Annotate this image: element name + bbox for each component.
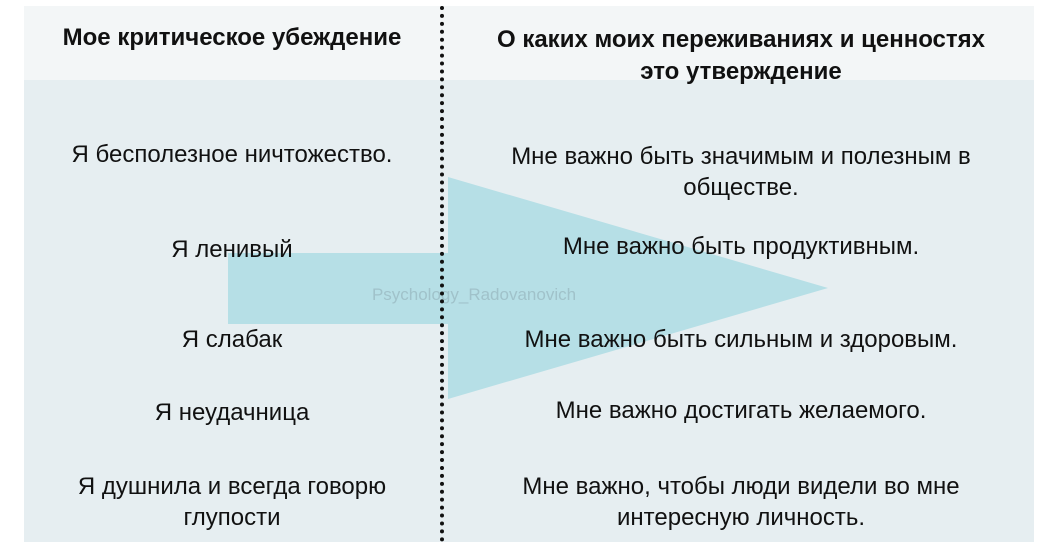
value-1-line2: обществе. [683,174,799,201]
belief-5-line2: глупости [183,504,281,531]
value-1-line1: Мне важно быть значимым и полезным в [511,143,971,170]
header-band [24,6,1034,80]
value-5-line1: Мне важно, чтобы люди видели во мне [522,473,960,500]
belief-4: Я неудачница [154,399,310,426]
diagram-frame: Psychology_Radovanovich Мое критическое … [24,6,1034,542]
column-divider [440,6,444,542]
header-right-line2: это утверждение [640,58,842,85]
value-4: Мне важно достигать желаемого. [555,397,927,424]
arrow-path [228,177,828,399]
value-3: Мне важно быть сильным и здоровым. [524,326,958,353]
belief-5-line1: Я душнила и всегда говорю [77,473,387,500]
arrow-shape [228,177,828,399]
belief-3: Я слабак [181,326,283,353]
value-2: Мне важно быть продуктивным. [562,233,920,260]
header-left: Мое критическое убеждение [62,24,402,51]
watermark: Psychology_Radovanovich [371,285,577,304]
belief-2: Я ленивый [171,236,293,263]
belief-1: Я бесполезное ничтожество. [71,141,393,168]
header-right-line1: О каких моих переживаниях и ценностях [496,26,985,53]
value-5-line2: интересную личность. [616,504,866,531]
